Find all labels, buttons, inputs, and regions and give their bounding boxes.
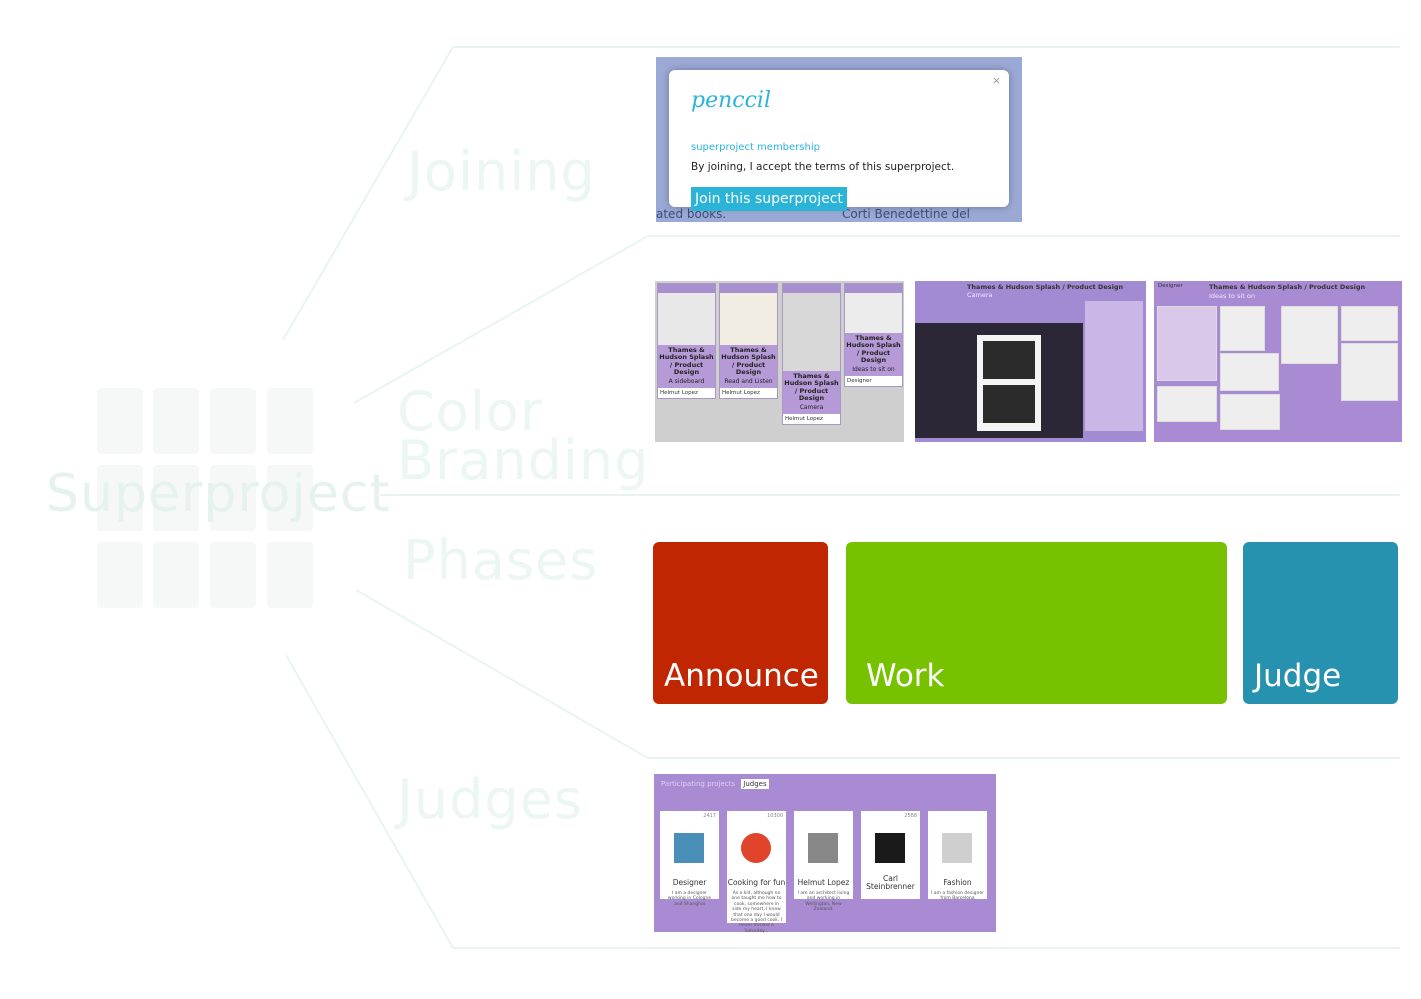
gallery-photo[interactable] <box>1157 386 1217 422</box>
connector-phases <box>355 589 649 759</box>
avatar <box>741 833 771 863</box>
judge-points: 2417 <box>703 813 716 819</box>
bg-text-right: Corti Benedettine del Padovano <box>842 207 970 222</box>
gallery-subtitle: Ideas to sit on <box>1209 292 1255 300</box>
terms-text: By joining, I accept the terms of this s… <box>691 161 955 173</box>
detail-stage <box>915 323 1083 438</box>
connector-joining <box>282 46 454 341</box>
tab-participating-projects[interactable]: Participating projects <box>661 780 736 788</box>
gallery-photo[interactable] <box>1220 394 1280 430</box>
judge-description: I am a designer working in Cologne and S… <box>667 891 712 907</box>
gallery-title: Thames & Hudson Splash / Product Design <box>1209 283 1366 291</box>
judge-card[interactable]: 10300 Cooking for fun As a kid, although… <box>727 811 786 934</box>
connector-branding <box>353 235 649 404</box>
close-icon[interactable]: × <box>991 74 1001 87</box>
phase-announce[interactable]: Announce <box>653 542 828 704</box>
root-label: Superproject <box>46 464 391 524</box>
judge-card[interactable]: 2588 Carl Steinbrenner <box>861 811 920 899</box>
avatar <box>942 833 972 863</box>
card-author: Helmut Lopez <box>720 387 777 398</box>
gallery-photo[interactable] <box>1341 306 1398 341</box>
phase-work[interactable]: Work <box>846 542 1227 704</box>
card-subtitle: Read and Listen <box>724 377 773 385</box>
card-title: Thames & Hudson Splash / Product Design <box>659 346 714 377</box>
tab-judges[interactable]: Judges <box>741 779 769 789</box>
detail-subtitle: Camera <box>967 291 993 299</box>
phase-label: Judge <box>1254 658 1342 694</box>
branch-label-phases: Phases <box>403 529 599 592</box>
card-title: Thames & Hudson Splash / Product Design <box>784 372 839 403</box>
avatar <box>808 833 838 863</box>
card-subtitle: Ideas to sit on <box>852 365 895 373</box>
judge-points: 2588 <box>904 813 917 819</box>
avatar <box>674 833 704 863</box>
phase-label: Work <box>866 658 945 694</box>
gallery-photo[interactable] <box>1157 306 1217 381</box>
judge-card[interactable]: Helmut Lopez I am an architect living an… <box>794 811 853 912</box>
gallery-photo[interactable] <box>1220 306 1265 351</box>
gallery-user: Designer <box>1158 283 1183 289</box>
penccil-logo: penccil <box>691 88 771 113</box>
detail-side-panel <box>1085 301 1143 431</box>
branding-gallery-screenshot: Designer Thames & Hudson Splash / Produc… <box>1154 281 1402 442</box>
branch-label-branding-line2: Branding <box>397 429 650 492</box>
detail-title: Thames & Hudson Splash / Product Design <box>967 283 1124 291</box>
membership-subtitle: superproject membership <box>691 142 820 153</box>
judge-name: Helmut Lopez <box>797 878 850 887</box>
judge-name: Cooking for fun <box>727 878 786 887</box>
branch-label-judges: Judges <box>397 768 584 831</box>
card-author: Helmut Lopez <box>658 387 715 398</box>
branch-label-branding-line1: Color <box>397 380 543 443</box>
connector-judges <box>285 654 454 949</box>
judge-name: Designer <box>672 878 707 887</box>
card-author: Designer <box>845 375 902 386</box>
avatar <box>875 833 905 863</box>
card-title: Thames & Hudson Splash / Product Design <box>721 346 776 377</box>
judge-name: Carl Steinbrenner <box>866 874 915 892</box>
card-author: Helmut Lopez <box>783 413 840 424</box>
judge-card[interactable]: Fashion I am a fashion designer from Bar… <box>928 811 987 902</box>
judges-screenshot: Participating projects Judges 2417 Desig… <box>654 774 996 934</box>
join-modal: penccil × superproject membership By joi… <box>669 70 1009 211</box>
judge-card[interactable]: 2417 Designer I am a designer working in… <box>660 811 719 907</box>
gallery-photo[interactable] <box>1220 353 1279 391</box>
join-button[interactable]: Join this superproject <box>691 187 847 211</box>
judge-points: 10300 <box>767 813 783 819</box>
judge-description: I am a fashion designer from Barcelona <box>931 891 984 902</box>
judge-name: Fashion <box>943 878 972 887</box>
judge-description: As a kid, although no one taught me how … <box>730 891 783 934</box>
joining-screenshot: ated books. Corti Benedettine del Padova… <box>656 57 1022 222</box>
phase-label: Announce <box>664 658 819 694</box>
judge-description: I am an architect living and working in … <box>797 891 850 913</box>
gallery-photo[interactable] <box>1281 306 1338 364</box>
branding-detail-screenshot: Thames & Hudson Splash / Product Design … <box>915 281 1146 442</box>
gallery-photo[interactable] <box>1341 343 1398 401</box>
card-subtitle: Camera <box>799 403 824 411</box>
phase-judge[interactable]: Judge <box>1243 542 1398 704</box>
card-subtitle: A sideboard <box>668 377 705 385</box>
card-title: Thames & Hudson Splash / Product Design <box>846 334 901 365</box>
branch-label-joining: Joining <box>407 140 596 203</box>
